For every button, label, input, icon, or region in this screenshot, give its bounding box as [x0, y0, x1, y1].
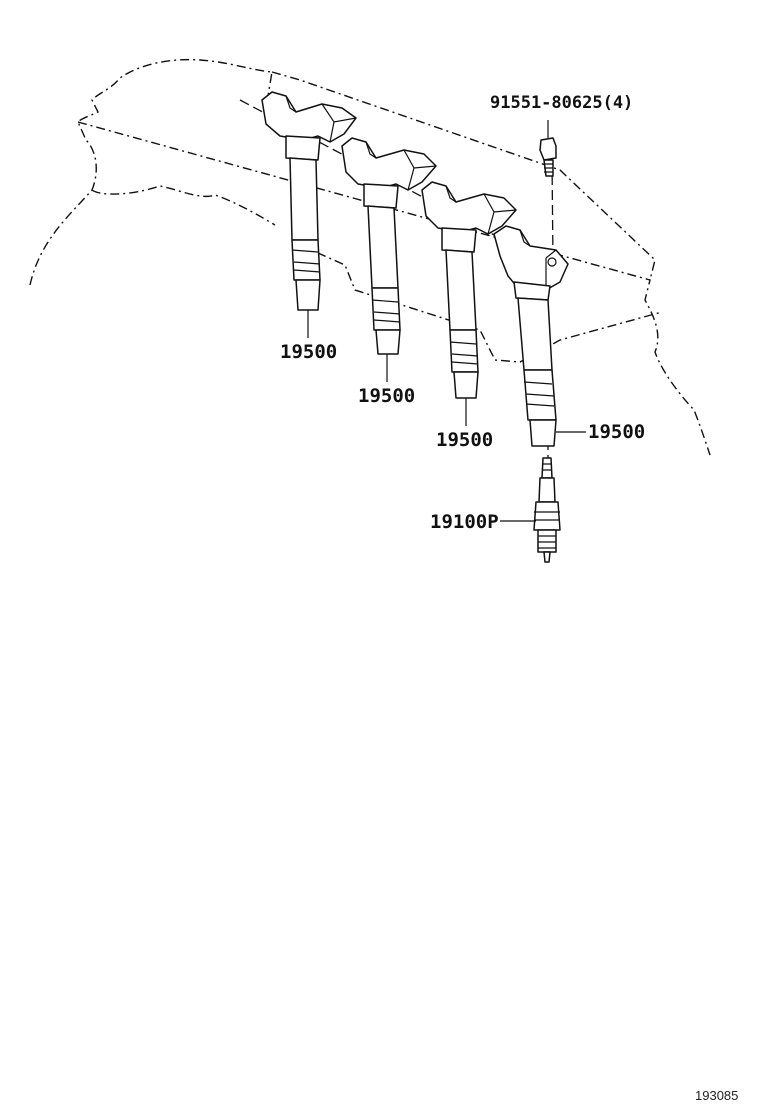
callout-spark-plug: 19100P: [430, 511, 499, 533]
leader-lines: [307, 120, 586, 522]
callout-coil-1: 19500: [280, 341, 337, 363]
reference-code: 193085: [695, 1088, 738, 1103]
engine-outline: [29, 58, 711, 456]
callout-coil-3: 19500: [436, 429, 493, 451]
spark-plug[interactable]: [533, 457, 561, 563]
ignition-coil-2[interactable]: [341, 137, 437, 355]
callout-coil-4: 19500: [588, 421, 645, 443]
ignition-coil-1[interactable]: [261, 91, 357, 311]
ignition-coil-3[interactable]: [421, 181, 517, 399]
ignition-coil-4[interactable]: [493, 225, 569, 447]
callout-coil-2: 19500: [358, 385, 415, 407]
callout-bolt: 91551-80625(4): [490, 93, 633, 113]
bolt[interactable]: [539, 137, 557, 177]
